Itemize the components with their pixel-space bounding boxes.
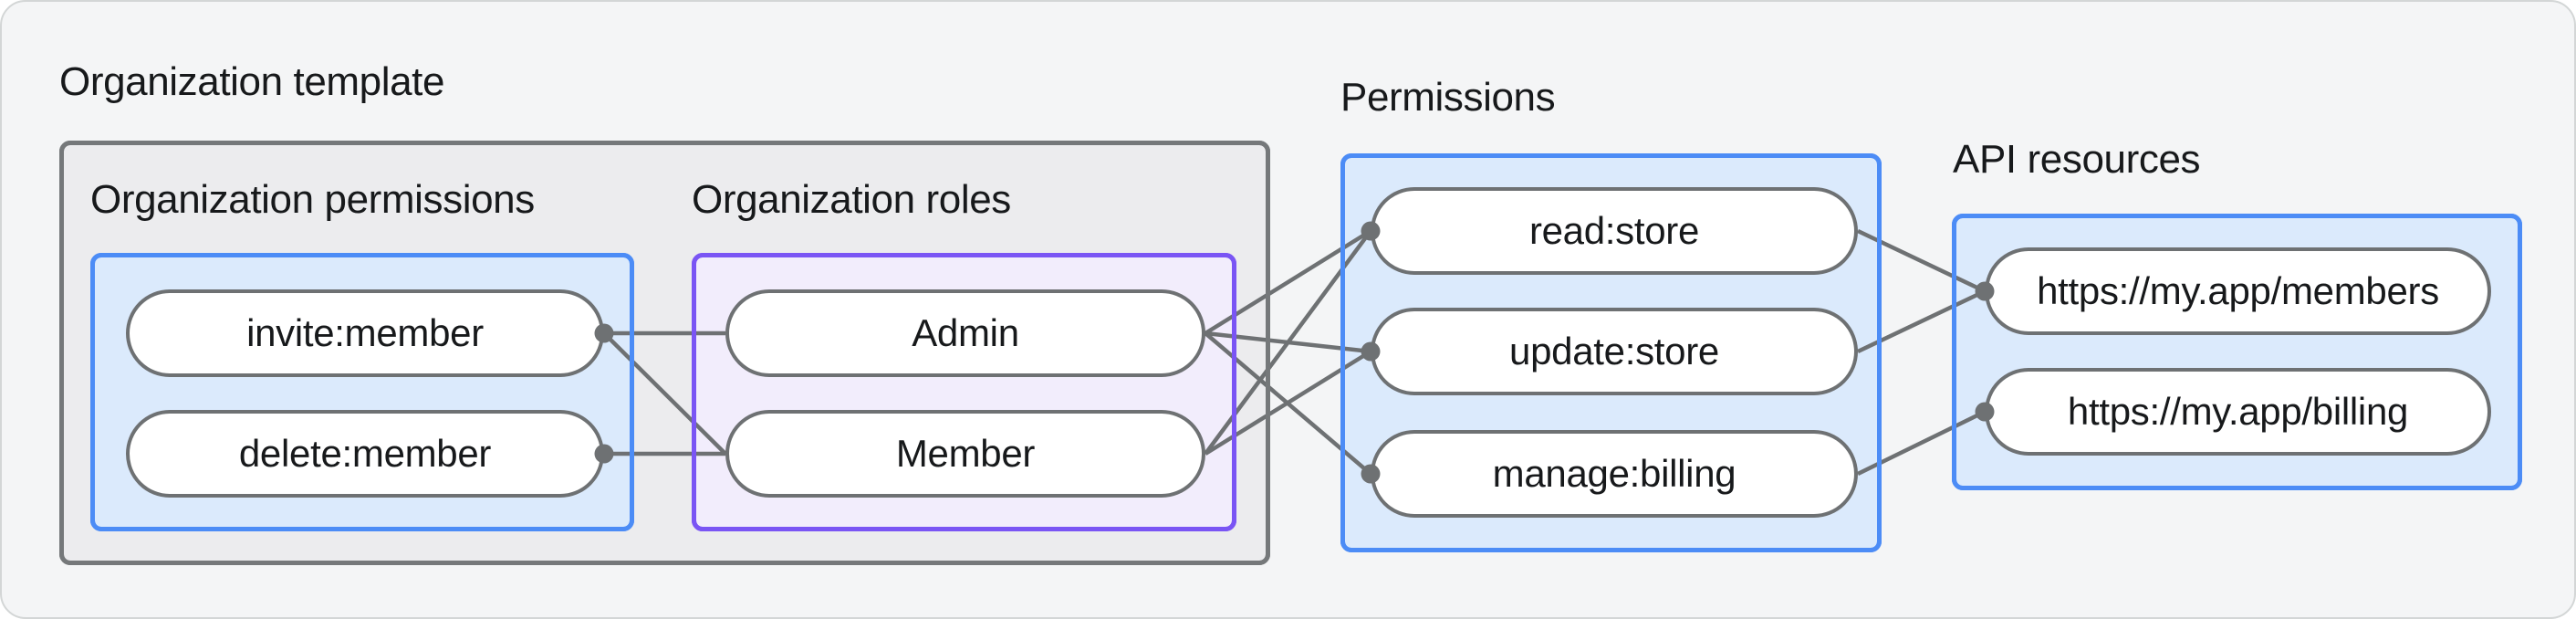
organization-template-label: Organization template [59,59,445,104]
node-update-store: update:store [1371,308,1858,395]
node-api-billing: https://my.app/billing [1985,368,2491,456]
node-member-role: Member [725,410,1205,498]
node-read-store: read:store [1371,187,1858,275]
node-api-members: https://my.app/members [1985,247,2491,335]
organization-roles-label: Organization roles [692,177,1011,222]
api-resources-label: API resources [1953,137,2201,182]
organization-permissions-label: Organization permissions [90,177,535,222]
node-admin-role: Admin [725,289,1205,377]
node-manage-billing: manage:billing [1371,430,1858,518]
node-invite-member: invite:member [126,289,604,377]
permissions-label: Permissions [1340,75,1556,120]
node-delete-member: delete:member [126,410,604,498]
